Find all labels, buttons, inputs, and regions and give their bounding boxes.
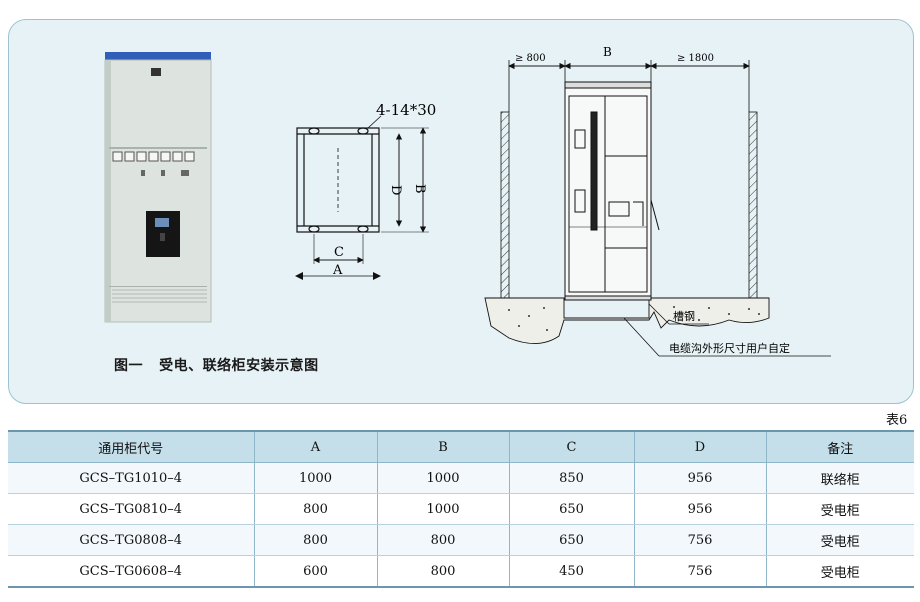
header-cabinet-code: 通用柜代号 [8,430,255,463]
right-clearance-label: ≥ 1800 [677,53,714,64]
table-header-row: 通用柜代号 A B C D 备注 [8,430,914,463]
table-row: GCS–TG0608–4 600 800 450 756 受电柜 [8,555,914,588]
dim-d-label: D [388,185,403,195]
cell-c: 650 [509,493,635,525]
dim-a-label: A [332,263,343,278]
cell-c: 450 [509,555,635,588]
header-d: D [634,430,767,463]
cable-trench-note: 电缆沟外形尺寸用户自定 [669,341,790,355]
cell-code: GCS–TG0808–4 [8,524,255,556]
installation-diagram: 4-14*30 C A D B [104,45,831,357]
cell-b: 1000 [377,462,510,494]
side-view-drawing [484,60,831,357]
cell-a: 1000 [254,462,378,494]
cell-c: 850 [509,462,635,494]
cell-remark: 受电柜 [766,555,914,588]
cell-remark: 联络柜 [766,462,914,494]
cell-code: GCS–TG1010–4 [8,462,255,494]
table-row: GCS–TG0808–4 800 800 650 756 受电柜 [8,524,914,556]
header-remark: 备注 [766,430,914,463]
cell-code: GCS–TG0810–4 [8,493,255,525]
table-row: GCS–TG1010–4 1000 1000 850 956 联络柜 [8,462,914,494]
header-a: A [254,430,378,463]
cell-d: 956 [634,462,767,494]
cell-d: 956 [634,493,767,525]
channel-steel-label: 槽钢 [673,310,695,323]
left-clearance-label: ≥ 800 [515,53,546,64]
table-row: GCS–TG0810–4 800 1000 650 956 受电柜 [8,493,914,525]
cell-d: 756 [634,524,767,556]
header-c: C [509,430,635,463]
cell-a: 800 [254,524,378,556]
cell-b: 1000 [377,493,510,525]
dim-b-label: B [412,184,427,194]
figure-panel: 4-14*30 C A D B [8,19,914,404]
side-dim-b-label: B [603,45,612,59]
spec-table: 通用柜代号 A B C D 备注 GCS–TG1010–4 1000 1000 … [8,430,914,588]
table-label: 表6 [886,413,908,428]
cell-d: 756 [634,555,767,588]
base-plan-drawing [295,115,429,280]
cell-remark: 受电柜 [766,493,914,525]
cell-remark: 受电柜 [766,524,914,556]
cell-c: 650 [509,524,635,556]
cell-a: 600 [254,555,378,588]
header-b: B [377,430,510,463]
cabinet-photo [104,52,212,323]
figure-caption: 图一 受电、联络柜安装示意图 [114,358,319,374]
mounting-hole-label: 4-14*30 [376,101,436,119]
cell-a: 800 [254,493,378,525]
cell-b: 800 [377,555,510,588]
cell-code: GCS–TG0608–4 [8,555,255,588]
cell-b: 800 [377,524,510,556]
dim-c-label: C [334,245,344,260]
